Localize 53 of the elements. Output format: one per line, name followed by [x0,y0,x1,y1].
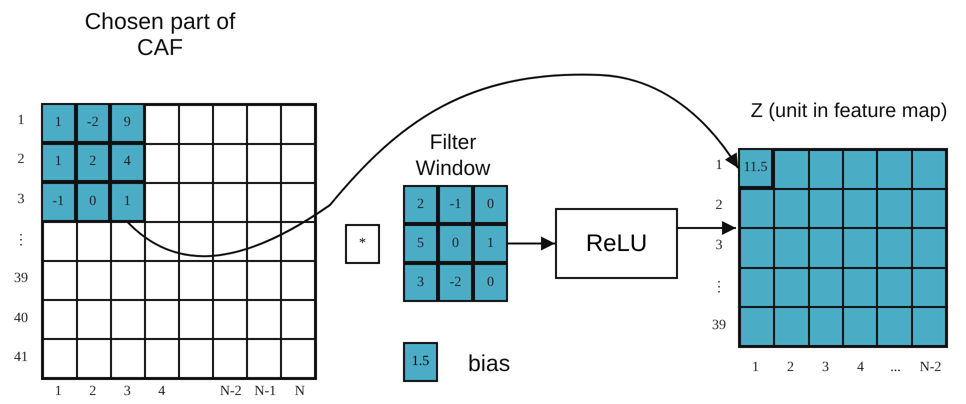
axis-index-label: 39 [711,318,727,335]
activation-box: ReLU [555,208,678,279]
matrix-cell: 0 [76,182,110,222]
grid-title: Filter Window [414,130,492,182]
arrow [508,236,555,250]
axis-index-label: 1 [16,112,26,130]
matrix-cell: 1 [41,142,76,182]
matrix-cell: 2 [76,142,110,182]
axis-index-label: 2 [16,152,26,170]
matrix-cell: 4 [110,142,144,182]
axis-index-label: N [294,384,306,401]
grid-title: Z (unit in feature map) [750,99,948,124]
axis-index-label: 1 [751,360,760,377]
axis-index-label: 2 [786,360,795,377]
axis-index-label: N-2 [918,360,942,377]
axis-index-label: 3 [821,360,830,377]
axis-index-label: N-1 [253,384,278,401]
matrix-cell: 9 [110,103,144,143]
axis-index-label: ⋮ [711,279,727,297]
matrix-cell: -1 [438,185,473,224]
axis-index-label: 1 [714,158,724,175]
axis-index-label: 2 [88,384,98,401]
arrow [678,221,736,235]
matrix-cell: -2 [438,263,473,302]
axis-index-label: ... [889,360,902,377]
matrix-cell: 5 [403,224,438,263]
operator-box: * [345,224,380,264]
matrix-cell: 0 [473,185,508,224]
grid-title: Chosen part of CAF [84,8,236,62]
matrix-cell: 11.5 [738,148,773,188]
matrix-cell: -2 [76,103,110,143]
axis-index-label: 3 [16,192,26,209]
axis-index-label: 1 [54,384,63,401]
matrix-cell: 0 [473,263,508,302]
axis-index-label: ⋮ [13,232,29,250]
matrix-cell: -1 [41,182,76,222]
axis-index-label: 4 [157,384,166,401]
axis-index-label: 2 [714,198,724,215]
caption-text: bias [468,350,512,378]
axis-index-label: 40 [13,310,29,328]
axis-index-label: 3 [714,238,724,255]
matrix-cell: 3 [403,263,438,302]
axis-index-label: 4 [856,360,865,377]
axis-index-label: N-2 [218,384,243,401]
matrix-cell: 1 [473,224,508,263]
curved-arrow [126,74,739,257]
axis-index-label: 39 [13,271,29,288]
bias-cell: 1.5 [403,342,438,382]
axis-index-label: 41 [13,350,29,368]
matrix-cell: 1 [41,103,76,143]
axis-index-label: 3 [122,384,132,401]
matrix-cell: 2 [403,185,438,224]
matrix-cell: 1 [110,182,144,222]
